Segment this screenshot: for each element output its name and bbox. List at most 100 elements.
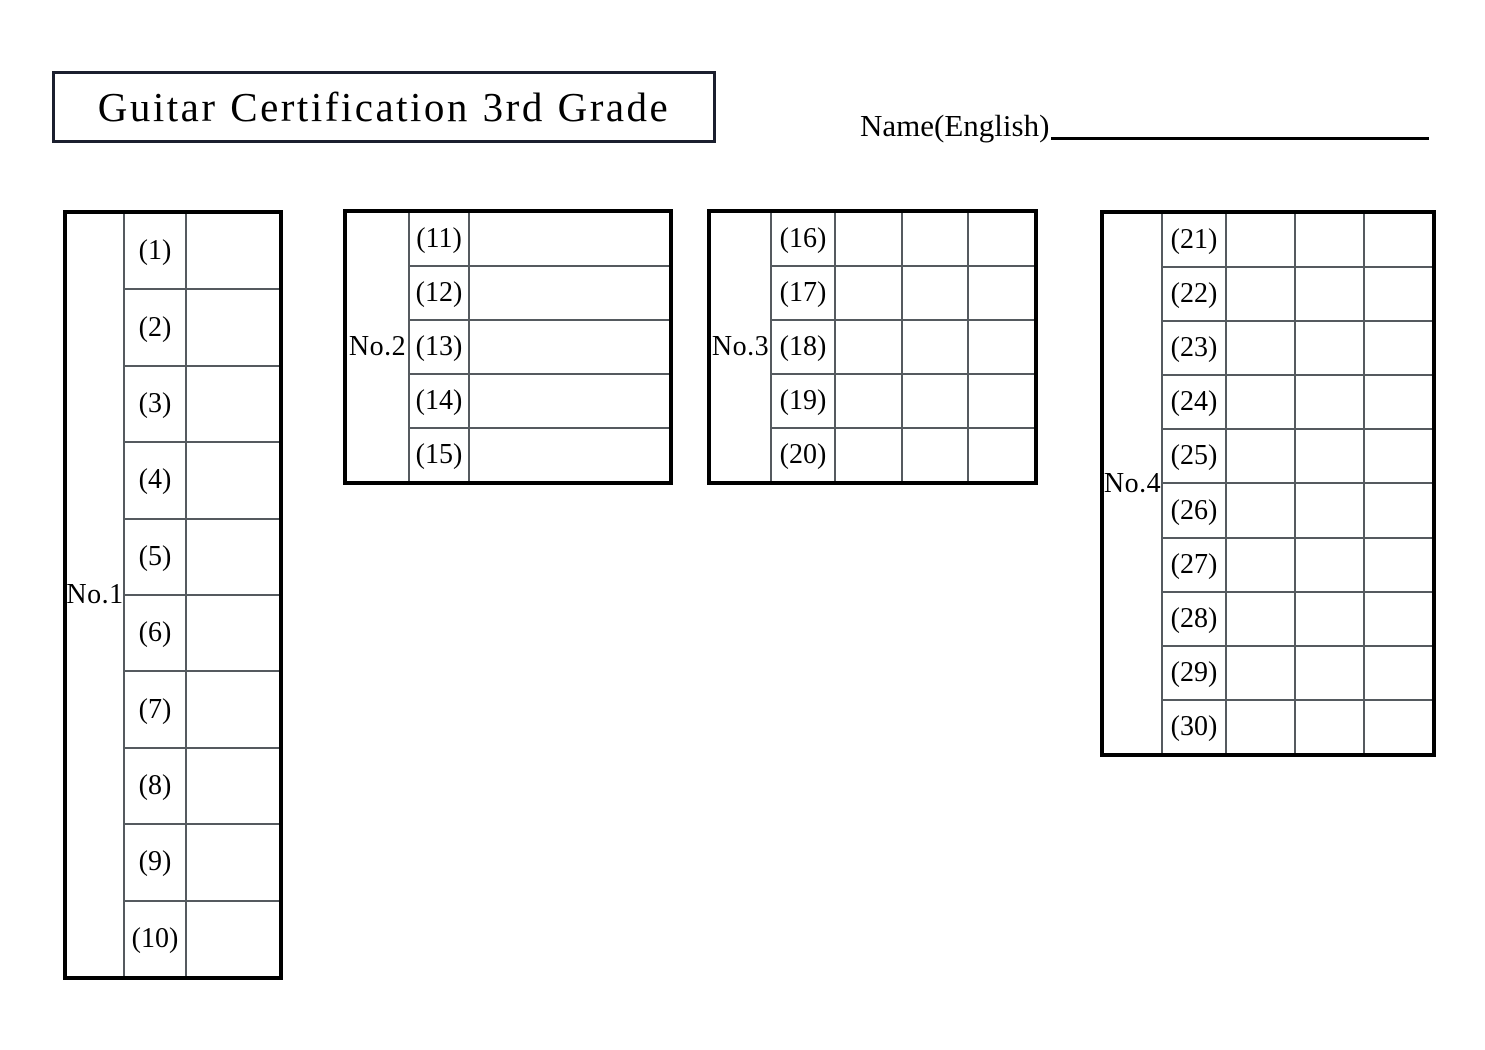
row-number-label: (14) [415, 385, 463, 416]
answer-cell[interactable] [836, 267, 903, 319]
answer-table-no4: No.4 (21)(22)(23)(24)(25)(26)(27)(28)(29… [1100, 210, 1436, 757]
answer-cell[interactable] [1365, 214, 1432, 266]
table-row: (2) [125, 290, 279, 367]
answer-cell[interactable] [969, 429, 1034, 481]
row-number-cell: (25) [1163, 430, 1227, 483]
answer-cell[interactable] [1227, 322, 1296, 375]
answer-cell[interactable] [1227, 484, 1296, 537]
table-rows-no4: (21)(22)(23)(24)(25)(26)(27)(28)(29)(30) [1163, 214, 1432, 753]
answer-cell[interactable] [470, 213, 669, 265]
answer-cell[interactable] [1365, 322, 1432, 374]
answer-cell[interactable] [836, 429, 903, 481]
row-number-cell: (14) [410, 375, 470, 427]
answer-cell[interactable] [1296, 700, 1365, 753]
answer-cell[interactable] [1296, 430, 1365, 483]
answer-cell[interactable] [1365, 484, 1432, 536]
answer-cell[interactable] [187, 214, 279, 288]
table-row: (1) [125, 214, 279, 291]
answer-table-no2: No.2 (11)(12)(13)(14)(15) [343, 209, 673, 485]
row-number-label: (23) [1170, 332, 1218, 364]
table-row: (22) [1163, 268, 1432, 323]
row-number-cell: (16) [772, 213, 836, 265]
answer-cell[interactable] [836, 213, 903, 265]
answer-cell[interactable] [1296, 646, 1365, 699]
answer-cell[interactable] [1296, 214, 1365, 267]
answer-cell[interactable] [1227, 646, 1296, 699]
answer-cell[interactable] [969, 321, 1034, 373]
answer-cell[interactable] [1365, 701, 1432, 753]
answer-cell[interactable] [1227, 214, 1296, 267]
answer-cell[interactable] [187, 902, 279, 976]
answer-cell[interactable] [1296, 268, 1365, 321]
table-row: (18) [772, 321, 1034, 375]
answer-cell[interactable] [1365, 268, 1432, 320]
answer-cell[interactable] [903, 213, 970, 265]
row-number-cell: (21) [1163, 214, 1227, 267]
answer-cell[interactable] [1365, 376, 1432, 428]
answer-cell[interactable] [187, 672, 279, 746]
answer-cell[interactable] [1296, 484, 1365, 537]
answer-cell[interactable] [187, 367, 279, 441]
table-rows-no3: (16)(17)(18)(19)(20) [772, 213, 1034, 481]
table-row: (30) [1163, 700, 1432, 753]
row-number-cell: (8) [125, 748, 187, 824]
row-number-cell: (29) [1163, 646, 1227, 699]
row-number-label: (17) [779, 277, 827, 308]
row-number-label: (22) [1170, 278, 1218, 310]
answer-cell[interactable] [1365, 539, 1432, 591]
answer-cell[interactable] [1365, 430, 1432, 482]
answer-cell[interactable] [470, 267, 669, 319]
answer-cell[interactable] [969, 267, 1034, 319]
table-row: (17) [772, 267, 1034, 321]
table-row: (10) [125, 901, 279, 977]
name-field-group: Name(English) [860, 110, 1430, 143]
answer-cell[interactable] [1296, 538, 1365, 591]
row-number-cell: (26) [1163, 484, 1227, 537]
row-number-cell: (13) [410, 321, 470, 373]
name-input-line[interactable] [1051, 137, 1430, 140]
row-number-cell: (9) [125, 825, 187, 900]
row-number-label: (12) [415, 277, 463, 308]
answer-cell[interactable] [903, 321, 970, 373]
answer-cell[interactable] [1227, 430, 1296, 483]
table-label-cell-no4: No.4 [1104, 214, 1163, 753]
answer-cell[interactable] [1227, 700, 1296, 753]
answer-table-no3: No.3 (16)(17)(18)(19)(20) [707, 209, 1038, 485]
answer-cell[interactable] [187, 596, 279, 670]
answer-cell[interactable] [187, 290, 279, 364]
answer-cell[interactable] [1296, 376, 1365, 429]
row-number-label: (26) [1170, 494, 1218, 526]
answer-cell[interactable] [1296, 592, 1365, 645]
answer-cell[interactable] [1227, 268, 1296, 321]
answer-cell[interactable] [1365, 593, 1432, 645]
answer-cell[interactable] [836, 375, 903, 427]
answer-cell[interactable] [187, 520, 279, 594]
row-number-cell: (18) [772, 321, 836, 373]
row-number-label: (30) [1170, 710, 1218, 742]
answer-cell[interactable] [187, 749, 279, 823]
row-number-cell: (20) [772, 429, 836, 481]
table-label-cell-no1: No.1 [66, 214, 125, 976]
answer-cell[interactable] [903, 375, 970, 427]
answer-cell[interactable] [969, 375, 1034, 427]
row-number-label: (28) [1170, 602, 1218, 634]
answer-cell[interactable] [470, 321, 669, 373]
row-number-cell: (17) [772, 267, 836, 319]
table-row: (28) [1163, 592, 1432, 647]
answer-cell[interactable] [969, 213, 1034, 265]
answer-cell[interactable] [1296, 322, 1365, 375]
answer-cell[interactable] [1227, 538, 1296, 591]
answer-cell[interactable] [836, 321, 903, 373]
answer-cell[interactable] [1227, 376, 1296, 429]
table-label-no1: No.1 [66, 579, 124, 610]
answer-cell[interactable] [470, 375, 669, 427]
answer-cell[interactable] [470, 429, 669, 481]
answer-cell[interactable] [903, 429, 970, 481]
answer-cell[interactable] [1227, 592, 1296, 645]
answer-cell[interactable] [187, 825, 279, 899]
answer-cell[interactable] [1365, 647, 1432, 699]
row-number-label: (4) [138, 464, 172, 496]
answer-cell[interactable] [903, 267, 970, 319]
answer-cell[interactable] [187, 443, 279, 517]
